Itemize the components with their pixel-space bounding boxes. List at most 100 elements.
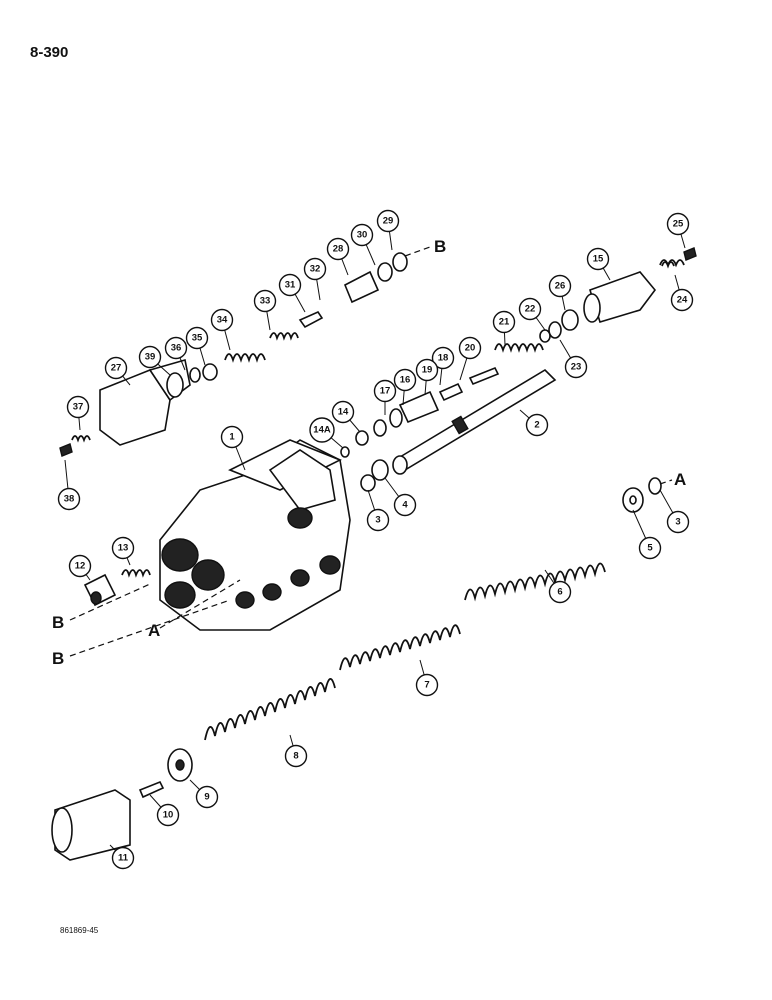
callout-number: 28	[333, 244, 344, 255]
reference-letter-b: B	[52, 613, 64, 632]
callout-number: 20	[465, 343, 476, 354]
callout-number: 18	[438, 353, 449, 364]
callout-14a: 14A	[309, 417, 335, 443]
callout-number: 11	[118, 853, 129, 864]
cap-screw	[138, 780, 165, 799]
callout-number: 19	[422, 365, 433, 376]
o-ring	[360, 474, 376, 492]
callout-number: 32	[310, 264, 321, 275]
callout-number: 8	[293, 751, 298, 762]
callout-number: 29	[383, 216, 394, 227]
callout-29: 29	[376, 209, 400, 233]
callout-34: 34	[210, 308, 234, 332]
relief-valve-left	[99, 252, 408, 446]
callout-1: 1	[220, 425, 244, 449]
callout-32: 32	[303, 257, 327, 281]
callout-number: 39	[145, 352, 156, 363]
reference-letter-a: A	[148, 621, 160, 640]
callout-28: 28	[326, 237, 350, 261]
callout-24: 24	[670, 288, 694, 312]
callout-12: 12	[68, 554, 92, 578]
callout-39: 39	[138, 345, 162, 369]
callout-7: 7	[415, 673, 439, 697]
callout-number: 14A	[313, 425, 331, 436]
callout-number: 36	[171, 343, 182, 354]
callout-10: 10	[156, 803, 180, 827]
callout-20: 20	[458, 336, 482, 360]
callout-33: 33	[253, 289, 277, 313]
callout-36: 36	[164, 336, 188, 360]
callout-4: 4	[393, 493, 417, 517]
callout-number: 34	[217, 315, 228, 326]
reference-letter-b: B	[52, 649, 64, 668]
callout-5: 5	[638, 536, 662, 560]
callout-number: 23	[571, 362, 582, 373]
callout-6: 6	[548, 580, 572, 604]
callout-number: 21	[499, 317, 510, 328]
page-number: 8-390	[30, 44, 69, 61]
spool	[392, 368, 557, 475]
callout-number: 9	[204, 792, 209, 803]
callout-3: 3	[666, 510, 690, 534]
poppet	[83, 573, 117, 607]
spring-8	[204, 678, 336, 741]
callout-number: 17	[380, 386, 391, 397]
callout-26: 26	[548, 274, 572, 298]
callout-number: 37	[73, 402, 84, 413]
backup-ring	[371, 459, 389, 481]
flow-line-a	[159, 579, 241, 629]
end-cap	[51, 789, 131, 861]
callout-2: 2	[525, 413, 549, 437]
callout-35: 35	[185, 326, 209, 350]
callout-17: 17	[373, 379, 397, 403]
callout-23: 23	[564, 355, 588, 379]
spring-7	[339, 624, 461, 671]
flow-line-b-upper	[69, 583, 151, 621]
check-spring	[121, 569, 151, 578]
flow-line-b-top	[404, 246, 431, 257]
callout-number: 10	[163, 810, 174, 821]
callout-number: 7	[424, 680, 429, 691]
callout-number: 27	[111, 363, 122, 374]
flow-line-b-lower	[69, 599, 231, 657]
callout-3: 3	[366, 508, 390, 532]
callout-number: 2	[534, 420, 539, 431]
callout-27: 27	[104, 356, 128, 380]
callout-14: 14	[331, 400, 355, 424]
callout-number: 3	[675, 517, 680, 528]
spring-retainer	[167, 748, 193, 782]
callout-number: 31	[285, 280, 296, 291]
relief-valve-right	[340, 259, 685, 458]
callout-number: 1	[229, 432, 235, 443]
callout-number: 14	[338, 407, 349, 418]
callout-number: 22	[525, 304, 536, 315]
adjusting-screw-right	[661, 247, 697, 269]
callout-number: 12	[75, 561, 86, 572]
callout-9: 9	[195, 785, 219, 809]
callout-37: 37	[66, 395, 90, 419]
callout-21: 21	[492, 310, 516, 334]
callout-number: 3	[375, 515, 380, 526]
flow-line-a-right	[659, 479, 673, 485]
callout-31: 31	[278, 273, 302, 297]
callout-19: 19	[415, 358, 439, 382]
callout-number: 16	[400, 375, 411, 386]
callout-number: 25	[673, 219, 684, 230]
callout-number: 6	[557, 587, 562, 598]
reference-letter-a: A	[674, 470, 686, 489]
callout-number: 38	[64, 494, 75, 505]
callout-number: 13	[118, 543, 129, 554]
callout-15: 15	[586, 247, 610, 271]
callout-8: 8	[284, 744, 308, 768]
washer	[622, 487, 644, 513]
spring-6	[464, 562, 606, 602]
callout-38: 38	[57, 487, 81, 511]
callout-30: 30	[350, 223, 374, 247]
callout-number: 26	[555, 281, 566, 292]
callout-25: 25	[666, 212, 690, 236]
callout-11: 11	[111, 846, 135, 870]
figure-code: 861869-45	[60, 926, 99, 935]
valve-body	[159, 439, 351, 631]
reference-letter-b: B	[434, 237, 446, 256]
